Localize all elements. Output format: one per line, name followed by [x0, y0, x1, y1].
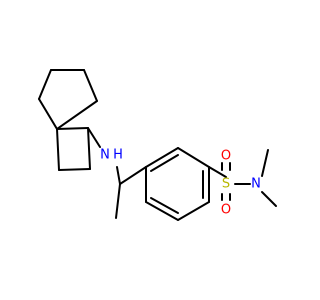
atom-label-nh-h: H: [113, 148, 123, 163]
bond-ring-2: [177, 147, 210, 168]
bond-cp-4: [83, 69, 98, 102]
bond-cp-5: [56, 100, 98, 130]
bond-ring-1-inner: [150, 154, 179, 172]
bond-ring-5-inner: [150, 197, 179, 214]
bond-cb-nh: [87, 127, 101, 148]
bond-n-methyl-top: [261, 149, 269, 177]
atom-label-o-bottom: O: [221, 203, 231, 218]
molecule-structure: N H S O O N: [38, 69, 277, 221]
bond-ring-1: [145, 147, 179, 168]
bond-ring-s: [208, 166, 227, 178]
bond-cp-2: [38, 69, 52, 100]
molecule-canvas: N H S O O N: [38, 69, 277, 221]
bond-cp-1: [38, 98, 58, 130]
bond-ch-ring: [119, 166, 147, 185]
bond-nh-ch: [116, 166, 121, 185]
atom-label-n-amide: N: [251, 177, 261, 192]
bond-ring-4: [177, 201, 210, 221]
bond-cb-4: [56, 127, 89, 130]
bond-ch-methyl: [115, 183, 121, 219]
atom-label-s: S: [222, 177, 230, 192]
atom-label-o-top: O: [221, 149, 231, 164]
atom-label-nh-n: N: [100, 148, 110, 163]
bond-cb-1: [56, 128, 60, 171]
bond-cb-3: [87, 127, 91, 170]
bond-cb-2: [58, 168, 91, 171]
bond-n-methyl-bottom: [261, 191, 277, 207]
bond-ring-5: [145, 201, 179, 221]
